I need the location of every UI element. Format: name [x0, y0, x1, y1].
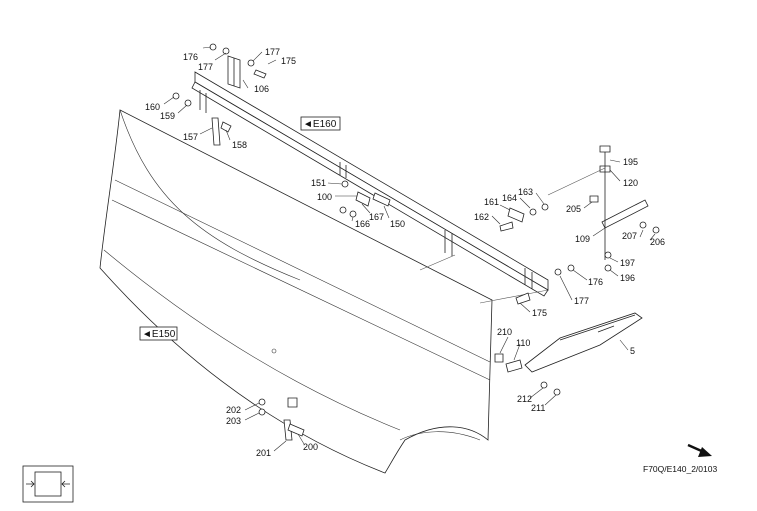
label-100: 100: [317, 192, 332, 202]
label-200: 200: [303, 442, 318, 452]
hardware-top-left: [172, 43, 267, 146]
label-177: 177: [198, 62, 213, 72]
label-120: 120: [623, 178, 638, 188]
label-106: 106: [254, 84, 269, 94]
ref-e150-box[interactable]: ◄E150: [139, 326, 178, 341]
label-158: 158: [232, 140, 247, 150]
label-5: 5: [630, 346, 635, 356]
label-164: 164: [502, 193, 517, 203]
side-panel: [99, 109, 493, 474]
label-195: 195: [623, 157, 638, 167]
ref-e150[interactable]: ◄E150: [142, 329, 176, 340]
label-167: 167: [369, 212, 384, 222]
label-207: 207: [622, 231, 637, 241]
label-201: 201: [256, 448, 271, 458]
label-176: 176: [183, 52, 198, 62]
hardware-lower-right: [515, 264, 575, 305]
ref-e160-box[interactable]: ◄E160: [300, 116, 341, 131]
label-166: 166: [355, 219, 370, 229]
bracket-106: [227, 55, 241, 89]
label-159: 159: [160, 111, 175, 121]
label-162: 162: [474, 212, 489, 222]
label-161: 161: [484, 197, 499, 207]
label-206: 206: [650, 237, 665, 247]
label-150: 150: [390, 219, 405, 229]
label-176: 176: [588, 277, 603, 287]
label-212: 212: [517, 394, 532, 404]
label-163: 163: [518, 187, 533, 197]
label-197: 197: [620, 258, 635, 268]
part-5: [524, 312, 643, 373]
frame-view-icon: [22, 465, 74, 503]
label-157: 157: [183, 132, 198, 142]
label-177: 177: [265, 47, 280, 57]
label-205: 205: [566, 204, 581, 214]
label-175: 175: [532, 308, 547, 318]
drawing-code: F70Q/E140_2/0103: [643, 464, 717, 474]
ref-e160[interactable]: ◄E160: [303, 119, 337, 130]
direction-arrow-icon: [687, 443, 712, 457]
label-211: 211: [531, 403, 545, 413]
label-210: 210: [497, 327, 512, 337]
bracket-109: [547, 145, 660, 272]
label-177: 177: [574, 296, 589, 306]
upper-rail: [191, 71, 549, 304]
label-151: 151: [311, 178, 326, 188]
label-203: 203: [226, 416, 241, 426]
label-110: 110: [516, 338, 530, 348]
label-196: 196: [620, 273, 635, 283]
hardware-200: [258, 397, 305, 441]
leader-lines: [163, 46, 656, 452]
label-109: 109: [575, 234, 590, 244]
hardware-110: [494, 353, 561, 396]
label-202: 202: [226, 405, 241, 415]
label-175: 175: [281, 56, 296, 66]
label-160: 160: [145, 102, 160, 112]
